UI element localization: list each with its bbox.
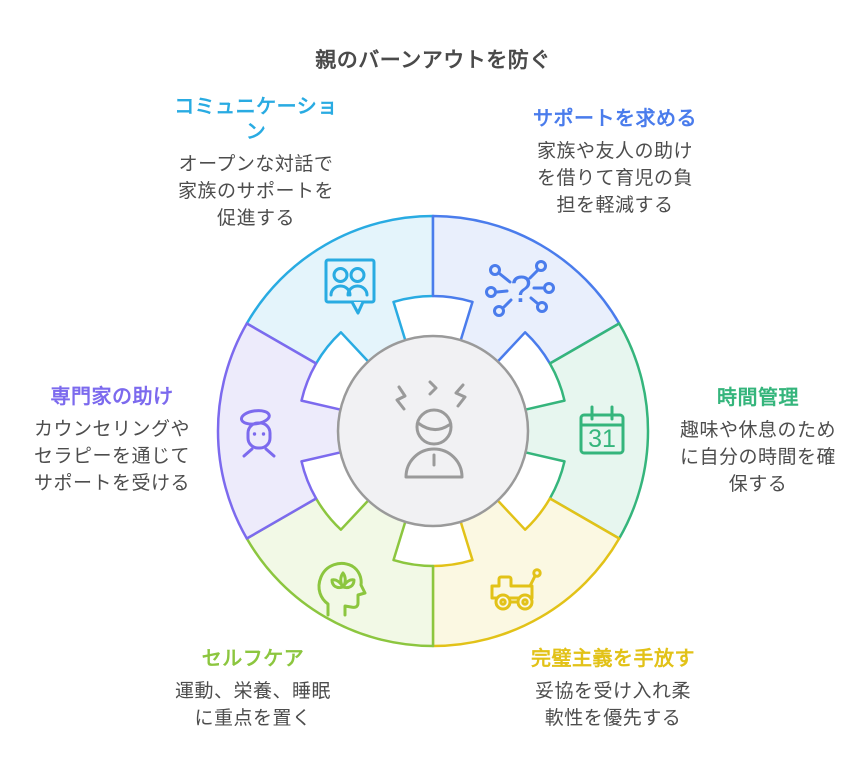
center-circle [336, 334, 530, 528]
label-time-management: 時間管理 趣味や休息のため に自分の時間を確 保する [667, 386, 849, 499]
network-question-icon: ? [485, 260, 555, 317]
label-perfectionism-desc: 妥協を受け入れ柔 軟性を優先する [534, 681, 691, 729]
label-perfectionism-title: 完璧主義を手放す [531, 648, 695, 670]
svg-text:?: ? [510, 269, 531, 311]
label-seek-support-title: サポートを求める [533, 108, 697, 130]
label-self-care-title: セルフケア [201, 648, 305, 670]
toy-truck-icon [490, 568, 542, 611]
calendar-icon: 31 [579, 405, 625, 455]
stressed-parent-icon [395, 380, 467, 479]
segment-seek-support [431, 214, 621, 368]
speech-bubble-people-icon [324, 258, 376, 315]
svg-text:31: 31 [588, 425, 616, 453]
label-self-care-desc: 運動、栄養、睡眠 に重点を置く [174, 681, 331, 729]
segment-time-management [517, 322, 650, 540]
label-communication-title: コミュニケーショ ン [174, 96, 338, 143]
label-communication: コミュニケーショ ン オープンな対話で 家族のサポートを 促進する [156, 95, 356, 233]
segment-perfectionism [431, 494, 621, 648]
page-title: 親のバーンアウトを防ぐ [315, 49, 551, 72]
label-perfectionism: 完璧主義を手放す 妥協を受け入れ柔 軟性を優先する [513, 647, 713, 733]
segment-professional-help [216, 322, 349, 540]
label-professional-help: 専門家の助け カウンセリングや セラピーを通じて サポートを受ける [17, 385, 207, 498]
center-hub [336, 334, 530, 528]
label-professional-help-title: 専門家の助け [50, 386, 174, 408]
label-professional-help-desc: カウンセリングや セラピーを通じて サポートを受ける [33, 419, 190, 494]
mindful-head-icon [317, 562, 367, 617]
segment-self-care [245, 494, 435, 648]
label-seek-support-desc: 家族や友人の助け を借りて育児の負 担を軽減する [536, 141, 693, 216]
label-communication-desc: オープンな対話で 家族のサポートを 促進する [177, 154, 334, 229]
segment-ring [216, 214, 650, 648]
label-time-management-desc: 趣味や休息のため に自分の時間を確 保する [679, 420, 836, 495]
label-time-management-title: 時間管理 [717, 387, 799, 409]
label-seek-support: サポートを求める 家族や友人の助け を借りて育児の負 担を軽減する [515, 107, 715, 220]
counselor-icon [239, 409, 276, 458]
label-self-care: セルフケア 運動、栄養、睡眠 に重点を置く [153, 647, 353, 733]
segment-communication [245, 214, 435, 368]
